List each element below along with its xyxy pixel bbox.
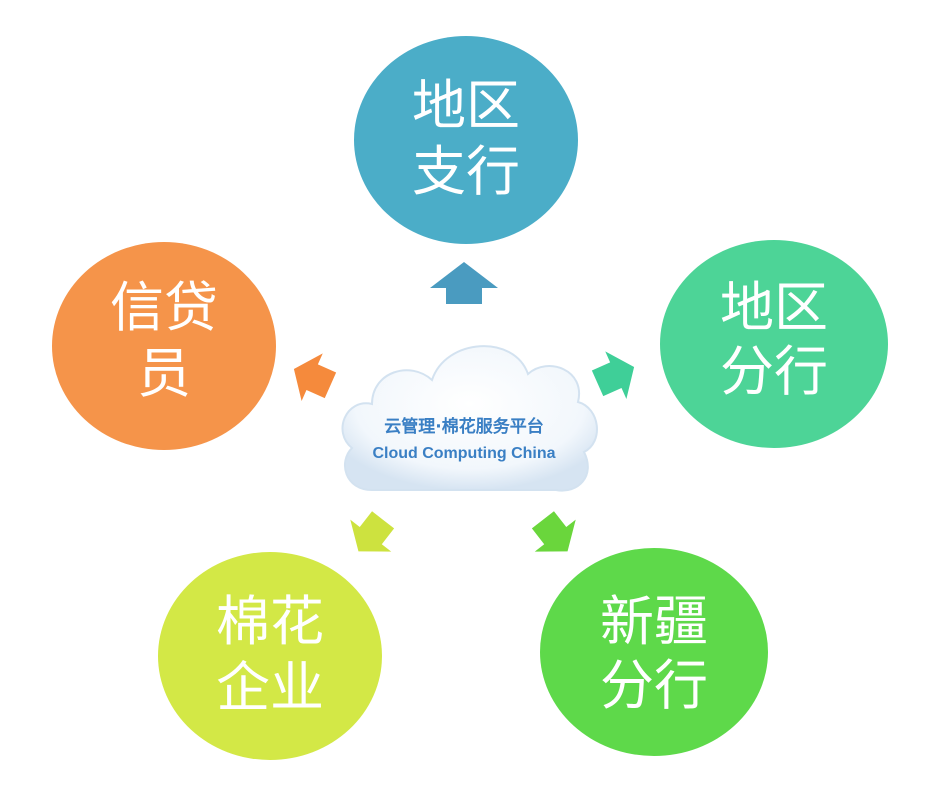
arrow-to-xinjiang-branch [531,511,576,552]
node-xinjiang-branch: 新疆 分行 [540,548,768,756]
arrow-to-regional-branch [430,262,498,304]
node-circle [52,242,276,450]
right-arrow-icon [591,351,635,399]
cloud-title: 云管理·棉花服务平台 [384,416,543,437]
cloud-hub: 云管理·棉花服务平台 Cloud Computing China [341,345,598,492]
arrow-to-prefecture-branch [591,351,635,399]
cloud-shape [341,345,598,492]
node-circle [158,552,382,760]
node-label-line2: 支行 [412,140,520,203]
node-label-line2: 企业 [216,656,324,719]
node-regional-branch: 地区 支行 [354,36,578,244]
node-label-line2: 分行 [720,340,828,403]
arrow-to-cotton-enterprise [350,511,395,552]
down-left-arrow-icon [350,511,395,552]
node-prefecture-branch: 地区 分行 [660,240,888,448]
arrow-to-loan-officer [293,353,337,401]
node-label-line1: 地区 [720,276,828,339]
node-label-line1: 棉花 [216,590,324,653]
node-circle [354,36,578,244]
left-arrow-icon [293,353,337,401]
node-label-line2: 分行 [600,654,708,717]
node-label-line1: 信贷 [110,276,218,339]
node-label-line1: 地区 [412,74,520,137]
up-arrow-icon [430,262,498,304]
down-right-arrow-icon [531,511,576,552]
node-loan-officer: 信贷 员 [52,242,276,450]
node-label-line2: 员 [137,342,191,405]
node-cotton-enterprise: 棉花 企业 [158,552,382,760]
node-label-line1: 新疆 [600,590,708,653]
node-circle [660,240,888,448]
cloud-subtitle: Cloud Computing China [372,445,555,462]
node-circle [540,548,768,756]
